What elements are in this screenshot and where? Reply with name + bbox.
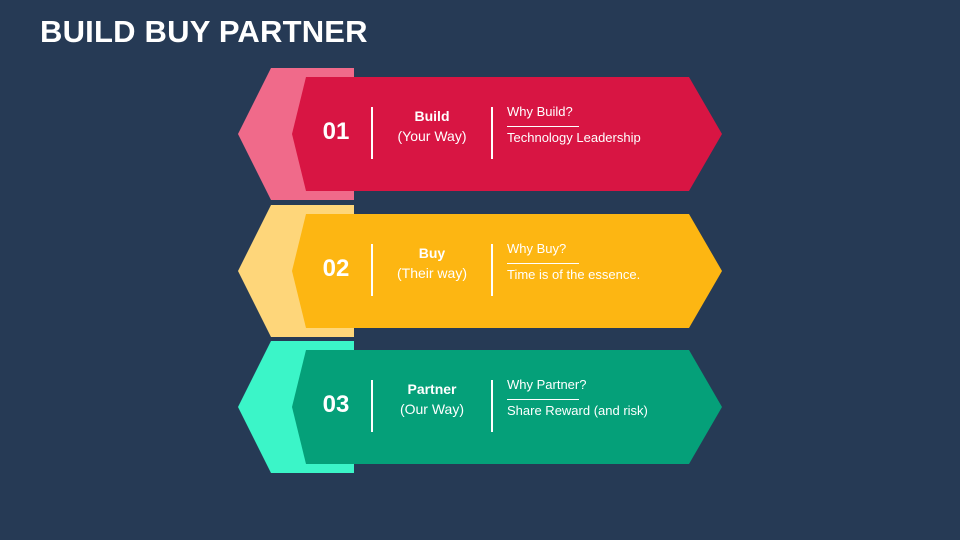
- row-partner-option: Partner (Our Way): [374, 379, 490, 419]
- row-buy-divider-1: [371, 244, 373, 296]
- row-partner-number: 03: [322, 391, 350, 418]
- row-build-divider-2: [491, 107, 493, 159]
- row-buy-number: 02: [322, 255, 350, 282]
- row-build-main-arrow: [292, 77, 722, 191]
- row-buy-answer: Time is of the essence.: [507, 267, 641, 282]
- row-build-option: Build (Your Way): [374, 106, 490, 146]
- row-build-question: Why Build?: [507, 104, 573, 119]
- row-buy-why: Why Buy? Time is of the essence.: [507, 241, 640, 283]
- row-buy-option-detail: (Their way): [396, 265, 467, 281]
- row-build-chevron: [238, 68, 722, 200]
- row-buy-option-name: Buy: [418, 245, 446, 261]
- row-buy-main-arrow: [292, 214, 722, 328]
- row-partner-chevron: [238, 341, 722, 473]
- row-buy: 02 Buy (Their way) Why Buy? Time is of t…: [236, 205, 726, 337]
- row-partner-main-arrow: [292, 350, 722, 464]
- row-build-option-name: Build: [414, 108, 450, 124]
- row-partner: 03 Partner (Our Way) Why Partner? Share …: [236, 341, 726, 473]
- row-build-number: 01: [322, 118, 350, 145]
- row-build: 01 Build (Your Way) Why Build? Technolog…: [236, 68, 726, 200]
- row-buy-question: Why Buy?: [507, 241, 567, 256]
- row-build-rule: [507, 126, 579, 127]
- row-build-divider-1: [371, 107, 373, 159]
- row-partner-divider-1: [371, 380, 373, 432]
- row-partner-why: Why Partner? Share Reward (and risk): [507, 377, 648, 419]
- slide-title: BUILD BUY PARTNER: [40, 14, 368, 49]
- row-buy-rule: [507, 263, 579, 264]
- row-buy-chevron: [238, 205, 722, 337]
- row-buy-divider-2: [491, 244, 493, 296]
- row-partner-option-detail: (Our Way): [399, 401, 465, 417]
- row-partner-option-name: Partner: [407, 381, 457, 397]
- row-build-why: Why Build? Technology Leadership: [507, 104, 641, 146]
- row-partner-rule: [507, 399, 579, 400]
- row-build-option-detail: (Your Way): [397, 128, 467, 144]
- row-partner-divider-2: [491, 380, 493, 432]
- row-buy-option: Buy (Their way): [374, 243, 490, 283]
- row-build-answer: Technology Leadership: [507, 130, 641, 145]
- row-partner-answer: Share Reward (and risk): [507, 403, 648, 418]
- row-partner-question: Why Partner?: [507, 377, 587, 392]
